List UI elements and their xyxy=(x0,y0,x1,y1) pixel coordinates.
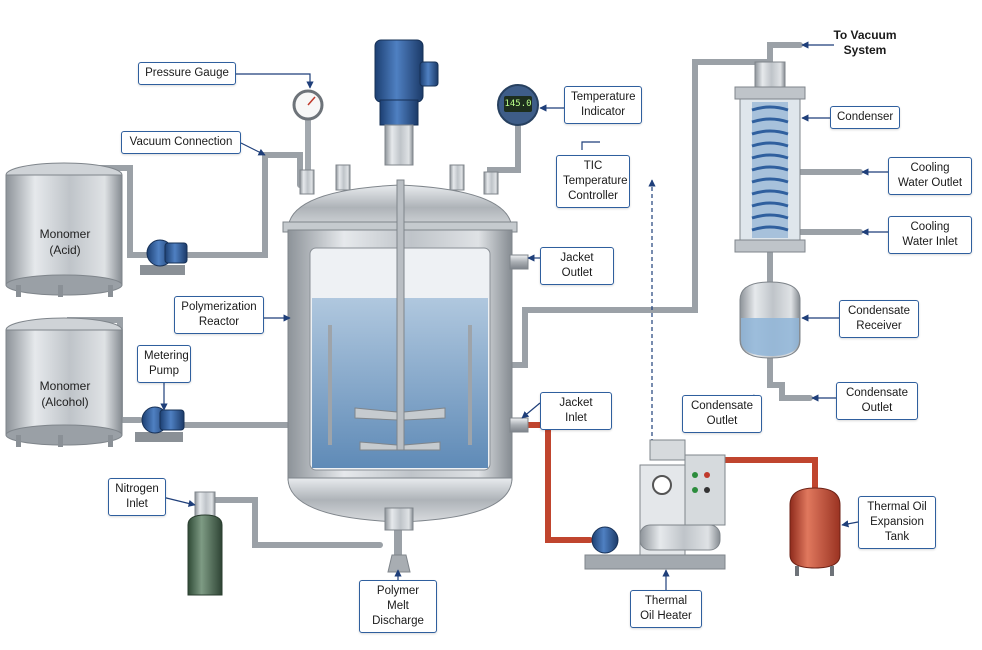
metering-pump xyxy=(135,407,184,442)
polymerization-reactor xyxy=(283,40,528,572)
label-condensate-receiver: Condensate Receiver xyxy=(839,300,919,338)
thermal-oil-return-pipe xyxy=(720,460,815,490)
thermal-oil-supply-pipe xyxy=(510,425,590,540)
label-condensate-outlet-right: Condensate Outlet xyxy=(836,382,918,420)
label-polymerization-reactor: Polymerization Reactor xyxy=(174,296,264,334)
acid-pump-discharge-pipe xyxy=(185,155,300,255)
label-thermal-oil-heater: Thermal Oil Heater xyxy=(630,590,702,628)
label-nitrogen-inlet: Nitrogen Inlet xyxy=(108,478,166,516)
monomer-acid-label: Monomer (Acid) xyxy=(24,226,106,258)
temperature-display: 145.0 xyxy=(504,99,532,109)
label-to-vacuum-system: To Vacuum System xyxy=(832,28,898,58)
label-cooling-water-outlet: Cooling Water Outlet xyxy=(888,157,972,195)
label-jacket-inlet: Jacket Inlet xyxy=(540,392,612,430)
label-temperature-indicator: Temperature Indicator xyxy=(564,86,642,124)
thermal-oil-heater xyxy=(585,440,725,569)
thermal-oil-expansion-tank xyxy=(790,488,840,576)
label-condenser: Condenser xyxy=(830,106,900,129)
label-jacket-outlet: Jacket Outlet xyxy=(540,247,614,285)
label-thermal-oil-expansion-tank: Thermal Oil Expansion Tank xyxy=(858,496,936,549)
nitrogen-cylinder xyxy=(188,492,222,595)
label-condensate-outlet-left: Condensate Outlet xyxy=(682,395,762,433)
vacuum-line xyxy=(770,45,800,62)
label-pressure-gauge: Pressure Gauge xyxy=(138,62,236,85)
monomer-alcohol-label: Monomer (Alcohol) xyxy=(24,378,106,410)
label-vacuum-connection: Vacuum Connection xyxy=(121,131,241,154)
label-tic-temperature-controller: TIC Temperature Controller xyxy=(556,155,630,208)
condensate-receiver xyxy=(740,282,800,358)
label-cooling-water-inlet: Cooling Water Inlet xyxy=(888,216,972,254)
condensate-outlet-pipe xyxy=(770,355,810,398)
label-metering-pump: Metering Pump xyxy=(137,345,191,383)
label-polymer-melt-discharge: Polymer Melt Discharge xyxy=(359,580,437,633)
condenser xyxy=(735,62,805,252)
